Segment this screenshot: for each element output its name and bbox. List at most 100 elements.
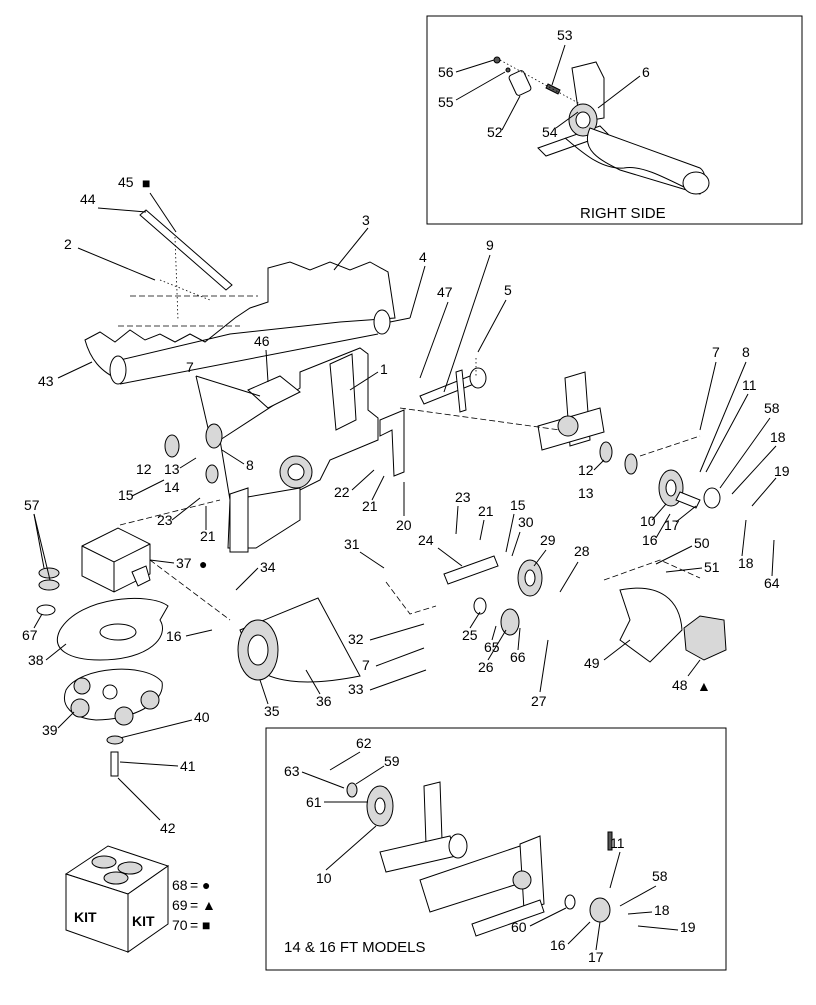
callout-15b: 15 (510, 497, 526, 513)
callout-3: 3 (362, 212, 370, 228)
callout-18b: 18 (738, 555, 754, 571)
callout-26: 26 (478, 659, 494, 675)
callout-31: 31 (344, 536, 360, 552)
right-side-title: RIGHT SIDE (580, 205, 666, 222)
ft-callout-63: 63 (284, 763, 300, 779)
legend-68-symbol: ● (202, 877, 210, 893)
callout-24: 24 (418, 532, 434, 548)
callout-13a: 13 (164, 461, 180, 477)
callout-21b: 21 (362, 498, 378, 514)
ft-callout-61: 61 (306, 794, 322, 810)
callout-65: 65 (484, 639, 500, 655)
callout-56: 56 (438, 64, 454, 80)
legend-70-eq: = (190, 917, 198, 933)
legend-68: 68 (172, 877, 188, 893)
kit-legend: KIT KIT 68 = ● 69 = ▲ 70 = ■ (64, 845, 216, 953)
callout-42: 42 (160, 820, 176, 836)
callout-13b: 13 (578, 485, 594, 501)
right-side-inset: RIGHT SIDE 56 55 52 53 54 6 (426, 15, 803, 225)
callout-20: 20 (396, 517, 412, 533)
callout-21a: 21 (200, 528, 216, 544)
callout-32: 32 (348, 631, 364, 647)
ft-callout-58: 58 (652, 868, 668, 884)
callout-34: 34 (260, 559, 276, 575)
symbol-square-45: ■ (142, 175, 150, 191)
callout-4: 4 (419, 249, 427, 265)
symbol-circle-37: ● (199, 556, 207, 572)
legend-69-eq: = (190, 897, 198, 913)
callout-33: 33 (348, 681, 364, 697)
legend-70: 70 (172, 917, 188, 933)
callout-12b: 12 (578, 462, 594, 478)
main-assembly: 45 ■ 44 2 3 4 9 47 5 43 46 1 7 8 12 13 1… (22, 174, 790, 836)
callout-30: 30 (518, 514, 534, 530)
callout-57: 57 (24, 497, 40, 513)
callout-51: 51 (704, 559, 720, 575)
callout-25: 25 (462, 627, 478, 643)
callout-10: 10 (640, 513, 656, 529)
callout-2: 2 (64, 236, 72, 252)
callout-38: 38 (28, 652, 44, 668)
ft-models-title: 14 & 16 FT MODELS (284, 939, 425, 956)
callout-45: 45 (118, 174, 134, 190)
callout-18a: 18 (770, 429, 786, 445)
callout-11: 11 (742, 377, 757, 393)
callout-39: 39 (42, 722, 58, 738)
callout-50: 50 (694, 535, 710, 551)
callout-43: 43 (38, 373, 54, 389)
callout-55: 55 (438, 94, 454, 110)
callout-16a: 16 (642, 532, 658, 548)
callout-47: 47 (437, 284, 453, 300)
callout-64: 64 (764, 575, 780, 591)
callout-6: 6 (642, 64, 650, 80)
callout-35: 35 (264, 703, 280, 719)
callout-22: 22 (334, 484, 350, 500)
legend-69-symbol: ▲ (202, 897, 216, 913)
callout-28: 28 (574, 543, 590, 559)
callout-41: 41 (180, 758, 196, 774)
legend-69: 69 (172, 897, 188, 913)
callout-48: 48 (672, 677, 688, 693)
ft-callout-18: 18 (654, 902, 670, 918)
callout-36: 36 (316, 693, 332, 709)
callout-1: 1 (380, 361, 388, 377)
callout-46: 46 (254, 333, 270, 349)
ft-callout-11: 11 (610, 835, 625, 851)
callout-40: 40 (194, 709, 210, 725)
callout-27: 27 (531, 693, 547, 709)
callout-7a: 7 (186, 359, 194, 375)
kit-box-text-1: KIT (74, 909, 97, 925)
callout-53: 53 (557, 27, 573, 43)
legend-70-symbol: ■ (202, 917, 210, 933)
callout-17: 17 (664, 517, 680, 533)
callout-37: 37 (176, 555, 192, 571)
callout-66: 66 (510, 649, 526, 665)
ft-callout-16: 16 (550, 937, 566, 953)
ft-callout-10: 10 (316, 870, 332, 886)
callout-12a: 12 (136, 461, 152, 477)
callout-8a: 8 (246, 457, 254, 473)
callout-54: 54 (542, 124, 558, 140)
callout-7b: 7 (712, 344, 720, 360)
callout-44: 44 (80, 191, 96, 207)
ft-callout-17: 17 (588, 949, 604, 965)
symbol-triangle-48: ▲ (697, 678, 711, 694)
callout-23b: 23 (455, 489, 471, 505)
ft-callout-59: 59 (384, 753, 400, 769)
callout-5: 5 (504, 282, 512, 298)
callout-58: 58 (764, 400, 780, 416)
legend-68-eq: = (190, 877, 198, 893)
callout-67: 67 (22, 627, 38, 643)
ft-callout-62: 62 (356, 735, 372, 751)
callout-49: 49 (584, 655, 600, 671)
callout-52: 52 (487, 124, 503, 140)
callout-14: 14 (164, 479, 180, 495)
callout-19: 19 (774, 463, 790, 479)
callout-23a: 23 (157, 512, 173, 528)
callout-29: 29 (540, 532, 556, 548)
callout-16b: 16 (166, 628, 182, 644)
callout-7c: 7 (362, 657, 370, 673)
callout-9: 9 (486, 237, 494, 253)
callout-21c: 21 (478, 503, 494, 519)
